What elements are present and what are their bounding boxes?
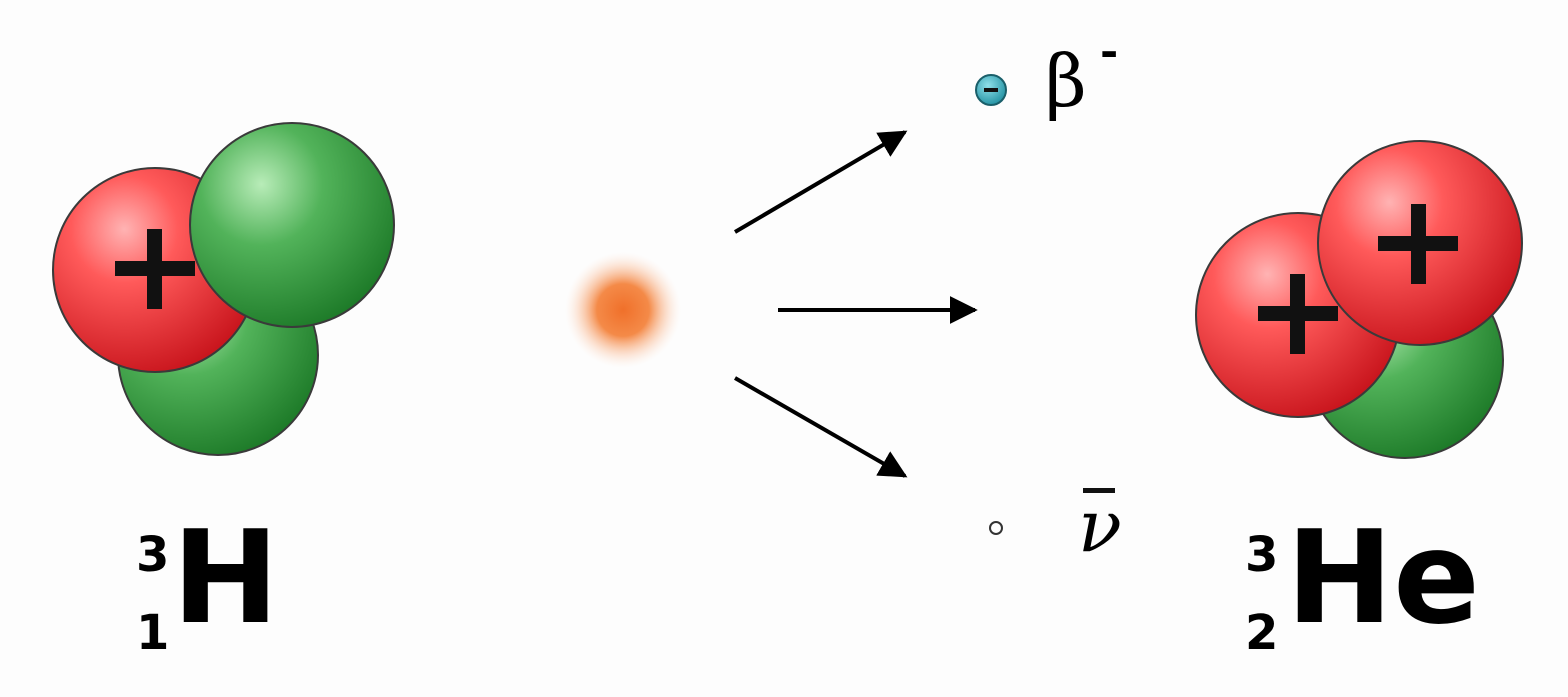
parent-atomic-number: 1 bbox=[136, 605, 169, 661]
electron bbox=[976, 75, 1006, 105]
tritium-nucleus bbox=[53, 123, 394, 455]
decay-flash bbox=[565, 252, 681, 368]
helium3-nucleus bbox=[1196, 141, 1522, 458]
beta-charge: - bbox=[1100, 30, 1118, 74]
neutron-top bbox=[190, 123, 394, 327]
arrow-icon bbox=[735, 378, 905, 476]
antineutrino-particle bbox=[990, 522, 1002, 534]
parent-mass-number: 3 bbox=[136, 527, 169, 583]
daughter-atomic-number: 2 bbox=[1245, 605, 1278, 661]
antineutrino-symbol: ν bbox=[1078, 490, 1122, 562]
electron-minus-icon bbox=[984, 88, 998, 92]
parent-symbol: H bbox=[172, 515, 279, 643]
arrow-icon bbox=[735, 132, 905, 232]
daughter-mass-number: 3 bbox=[1245, 527, 1278, 583]
daughter-symbol: He bbox=[1286, 515, 1480, 643]
beta-symbol: β bbox=[1045, 45, 1087, 117]
